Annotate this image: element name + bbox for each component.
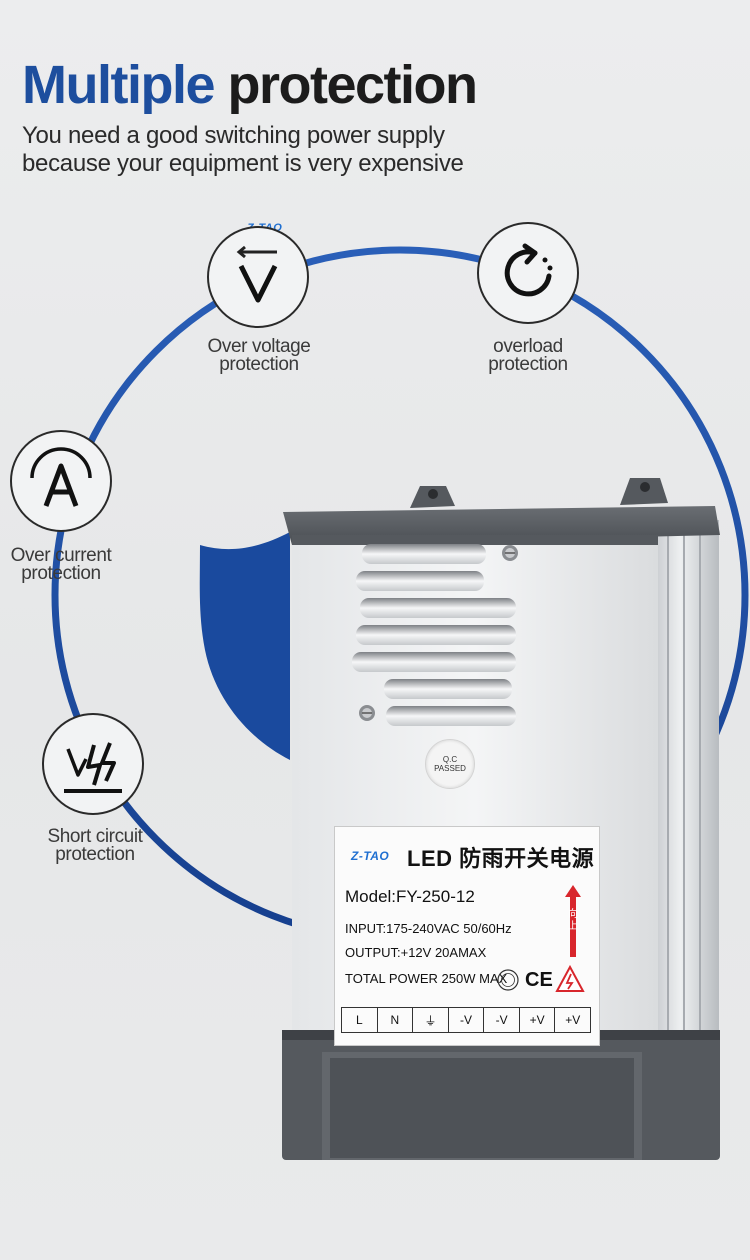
arrow-text-line: 上 xyxy=(568,921,578,932)
terminal-label: N xyxy=(378,1008,414,1032)
feature-label-line: protection xyxy=(21,563,101,584)
feature-over-current xyxy=(10,430,112,532)
feature-label-line: Over current xyxy=(10,545,112,566)
vent-slots xyxy=(352,544,516,726)
short-circuit-icon xyxy=(64,742,122,793)
label-input: INPUT:175-240VAC 50/60Hz xyxy=(345,921,512,936)
label-output: OUTPUT:+12V 20AMAX xyxy=(345,945,487,960)
feature-label-line: protection xyxy=(55,844,135,865)
spec-label: Z-TAO LED 防雨开关电源 Model:FY-250-12 INPUT:1… xyxy=(334,826,600,1046)
ce-mark: CE xyxy=(525,969,553,991)
feature-label-line: Short circuit xyxy=(47,826,143,847)
feature-label-overload: overload protection xyxy=(468,336,588,375)
terminal-label: +V xyxy=(520,1008,556,1032)
label-brand: Z-TAO xyxy=(351,849,390,863)
title-accent: Multiple xyxy=(22,55,215,115)
label-model: Model:FY-250-12 xyxy=(345,887,475,906)
qc-line: PASSED xyxy=(434,764,466,773)
qc-passed-sticker: Q.C PASSED xyxy=(425,739,475,789)
terminal-label: -V xyxy=(449,1008,485,1032)
feature-label-line: protection xyxy=(219,354,299,375)
terminal-label: L xyxy=(342,1008,378,1032)
terminal-label: ⏚ xyxy=(413,1008,449,1032)
qc-line: Q.C xyxy=(442,755,458,764)
feature-over-voltage xyxy=(207,226,309,328)
subtitle-line-1: You need a good switching power supply xyxy=(22,122,445,149)
label-total-power: TOTAL POWER 250W MAX xyxy=(345,971,508,986)
over-voltage-icon xyxy=(236,245,278,303)
terminal-label: -V xyxy=(484,1008,520,1032)
arrow-text: 向 上 xyxy=(566,909,580,933)
terminal-label: +V xyxy=(565,1013,581,1027)
feature-label-over-current: Over current protection xyxy=(0,545,122,584)
feature-label-over-voltage: Over voltage protection xyxy=(195,336,323,375)
feature-short-circuit xyxy=(42,713,144,815)
iso-cert-icon xyxy=(497,969,519,991)
electric-warning-icon xyxy=(555,965,585,992)
terminal-row: L N ⏚ -V -V +V +V xyxy=(341,1007,591,1033)
feature-overload xyxy=(477,222,579,324)
over-current-icon xyxy=(30,447,92,507)
title-rest: protection xyxy=(227,55,479,115)
label-title: LED 防雨开关电源 xyxy=(407,846,595,871)
feature-label-short-circuit: Short circuit protection xyxy=(30,826,160,865)
arrow-text-line: 向 xyxy=(568,909,578,920)
up-arrow-icon xyxy=(565,885,581,957)
feature-label-line: overload xyxy=(493,336,563,357)
shield-shape xyxy=(199,532,290,760)
feature-label-line: protection xyxy=(488,354,568,375)
overload-icon xyxy=(504,243,553,297)
feature-label-line: Over voltage xyxy=(207,336,311,357)
page-title: Multiple protection xyxy=(22,52,479,118)
subtitle-line-2: because your equipment is very expensive xyxy=(22,150,464,177)
